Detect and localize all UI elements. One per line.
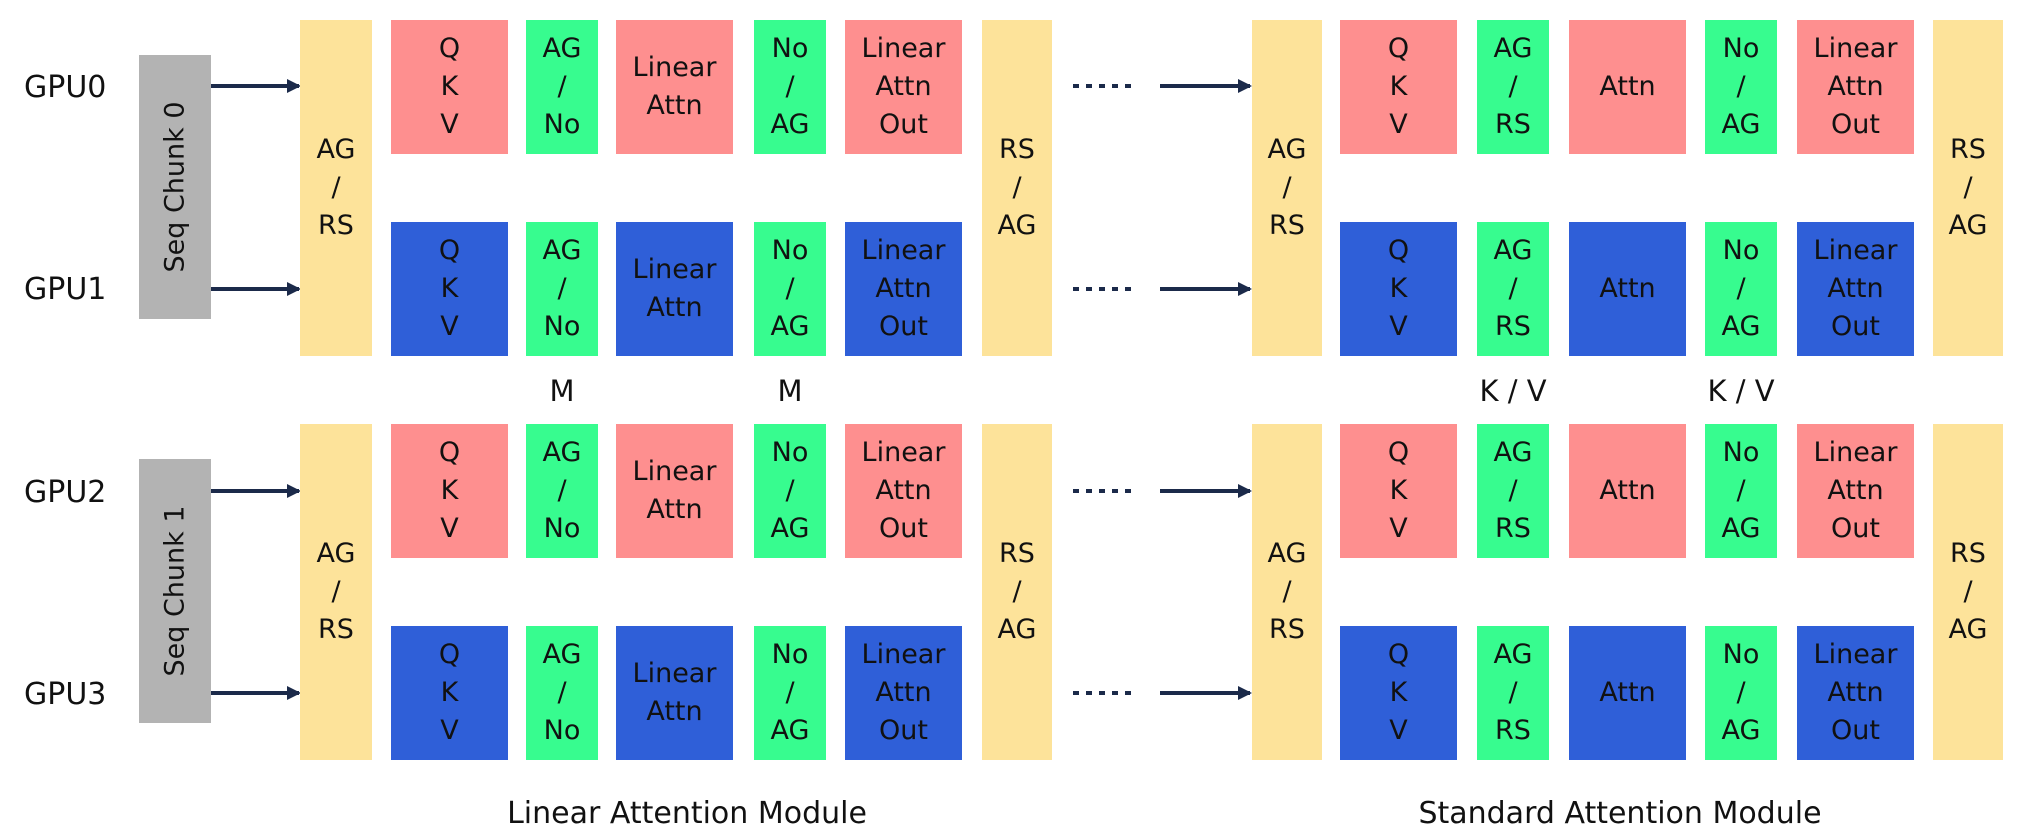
linear-attn-out-gpu1-std: Linear Attn Out: [1797, 222, 1914, 356]
rs-ag-out-linear-top: RS / AG: [982, 20, 1052, 356]
qkv-gpu0-linear: Q K V: [391, 20, 508, 154]
linear-attn-out-gpu0-std: Linear Attn Out: [1797, 20, 1914, 154]
ag-rs-gpu0-std: AG / RS: [1477, 20, 1549, 154]
m-label-1: M: [549, 374, 575, 408]
gpu3-label: GPU3: [24, 677, 107, 712]
gpu1-label: GPU1: [24, 272, 107, 307]
no-ag-gpu2-std: No / AG: [1705, 424, 1777, 558]
ag-no-gpu0: AG / No: [526, 20, 598, 154]
linear-attn-out-gpu3-std: Linear Attn Out: [1797, 626, 1914, 760]
linear-attention-module-label: Linear Attention Module: [507, 796, 867, 831]
gpu2-label: GPU2: [24, 475, 107, 510]
qkv-gpu3-std: Q K V: [1340, 626, 1457, 760]
m-label-2: M: [777, 374, 803, 408]
seq-chunk-0: Seq Chunk 0: [139, 55, 211, 319]
gpu0-label: GPU0: [24, 70, 107, 105]
no-ag-gpu2-linear: No / AG: [754, 424, 826, 558]
linear-attn-out-gpu2-linear: Linear Attn Out: [845, 424, 962, 558]
ag-rs-in-std-top: AG / RS: [1252, 20, 1322, 356]
qkv-gpu1-std: Q K V: [1340, 222, 1457, 356]
ag-no-gpu2: AG / No: [526, 424, 598, 558]
ag-rs-in-linear-top: AG / RS: [300, 20, 372, 356]
seq-chunk-1: Seq Chunk 1: [139, 459, 211, 723]
linear-attn-gpu0: Linear Attn: [616, 20, 733, 154]
linear-attn-out-gpu3-linear: Linear Attn Out: [845, 626, 962, 760]
no-ag-gpu3-std: No / AG: [1705, 626, 1777, 760]
ag-rs-in-linear-bottom: AG / RS: [300, 424, 372, 760]
no-ag-gpu0-std: No / AG: [1705, 20, 1777, 154]
kv-label-1: K / V: [1479, 374, 1547, 408]
no-ag-gpu1-std: No / AG: [1705, 222, 1777, 356]
linear-attn-out-gpu2-std: Linear Attn Out: [1797, 424, 1914, 558]
ag-rs-gpu3-std: AG / RS: [1477, 626, 1549, 760]
qkv-gpu2-std: Q K V: [1340, 424, 1457, 558]
qkv-gpu1-linear: Q K V: [391, 222, 508, 356]
no-ag-gpu1-linear: No / AG: [754, 222, 826, 356]
rs-ag-out-linear-bottom: RS / AG: [982, 424, 1052, 760]
ag-rs-gpu2-std: AG / RS: [1477, 424, 1549, 558]
qkv-gpu2-linear: Q K V: [391, 424, 508, 558]
attn-gpu1: Attn: [1569, 222, 1686, 356]
no-ag-gpu0-linear: No / AG: [754, 20, 826, 154]
linear-attn-gpu1: Linear Attn: [616, 222, 733, 356]
standard-attention-module-label: Standard Attention Module: [1418, 796, 1822, 831]
linear-attn-out-gpu0-linear: Linear Attn Out: [845, 20, 962, 154]
rs-ag-out-std-bottom: RS / AG: [1933, 424, 2003, 760]
no-ag-gpu3-linear: No / AG: [754, 626, 826, 760]
attn-gpu0: Attn: [1569, 20, 1686, 154]
linear-attn-out-gpu1-linear: Linear Attn Out: [845, 222, 962, 356]
linear-attn-gpu2: Linear Attn: [616, 424, 733, 558]
attn-gpu2: Attn: [1569, 424, 1686, 558]
ag-rs-in-std-bottom: AG / RS: [1252, 424, 1322, 760]
ag-no-gpu3: AG / No: [526, 626, 598, 760]
kv-label-2: K / V: [1707, 374, 1775, 408]
ag-no-gpu1: AG / No: [526, 222, 598, 356]
rs-ag-out-std-top: RS / AG: [1933, 20, 2003, 356]
qkv-gpu0-std: Q K V: [1340, 20, 1457, 154]
qkv-gpu3-linear: Q K V: [391, 626, 508, 760]
linear-attn-gpu3: Linear Attn: [616, 626, 733, 760]
attn-gpu3: Attn: [1569, 626, 1686, 760]
ag-rs-gpu1-std: AG / RS: [1477, 222, 1549, 356]
